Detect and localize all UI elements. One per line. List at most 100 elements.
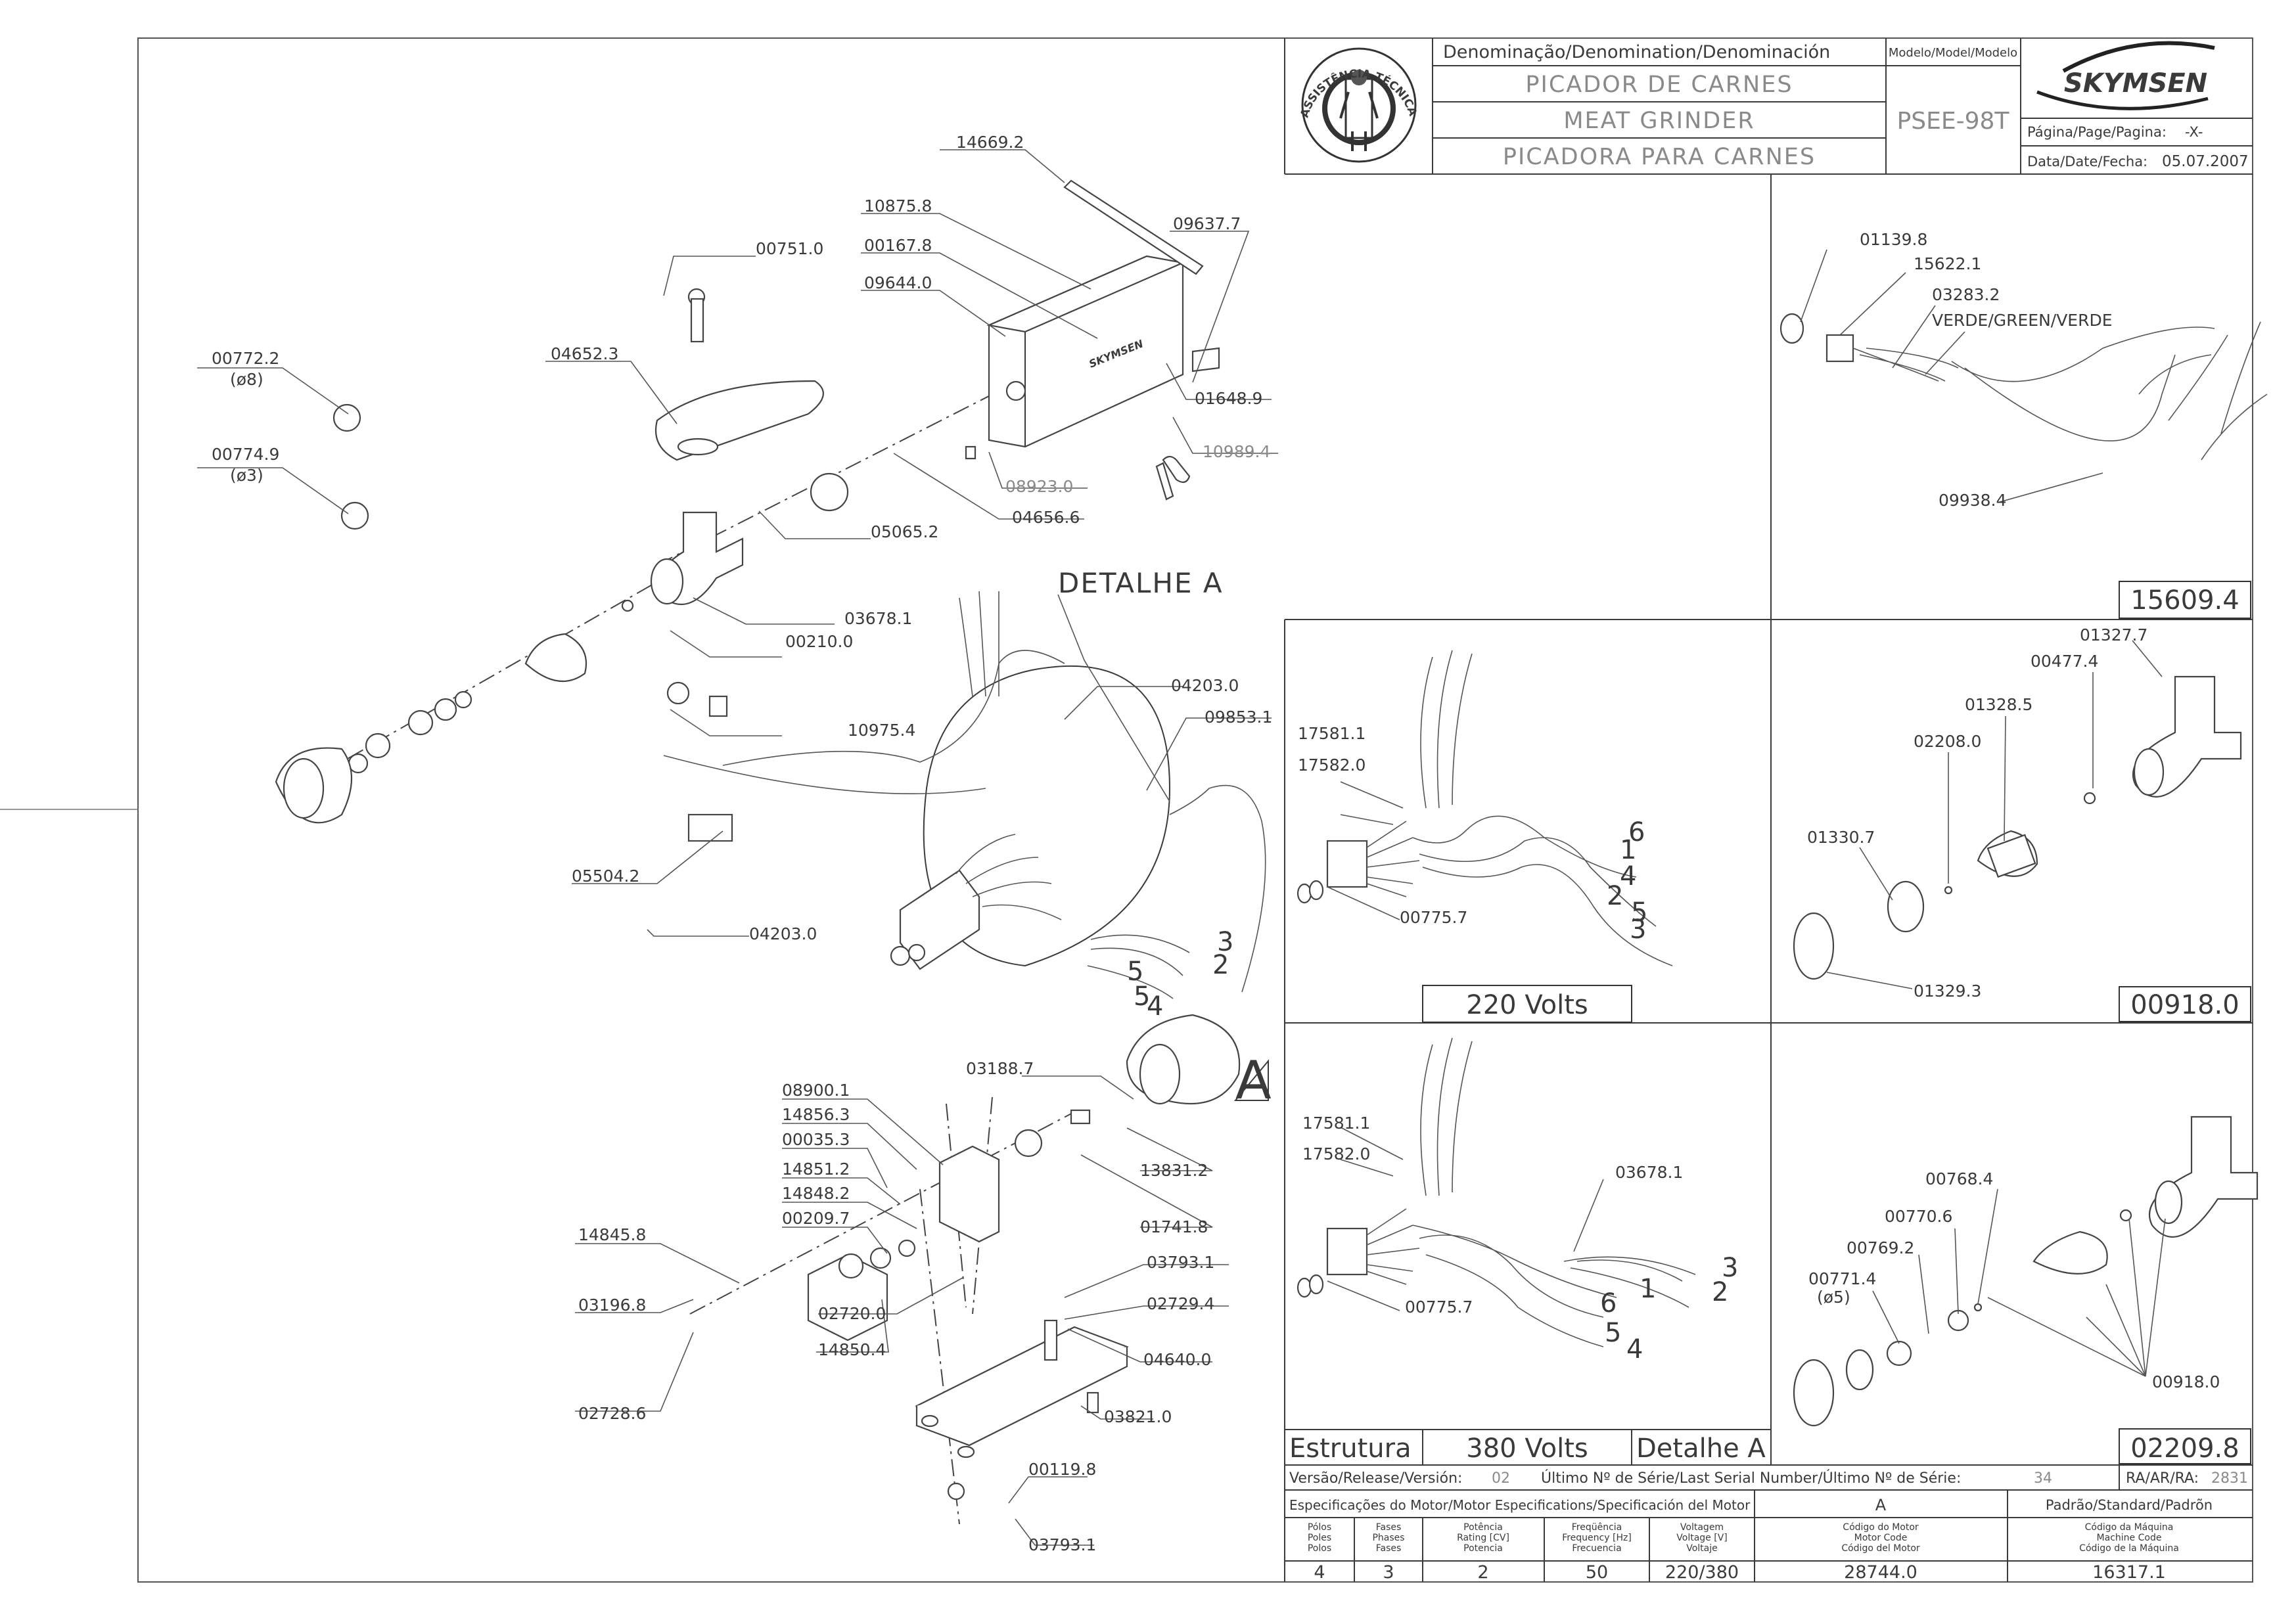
panel-15609: 15609.4 01139.8 15622.1 03283.2 VERDE/GR… [1779, 230, 2268, 619]
detail-wire-5-a: 5 [1127, 957, 1143, 987]
panel-02209: 02209.8 00768.4 00770.6 00769.2 00771.4 … [1793, 1116, 2259, 1464]
date-label: Data/Date/Fecha: [2027, 154, 2147, 169]
motor-code-header: A [1875, 1496, 1887, 1514]
ra-value: 2831 [2211, 1470, 2248, 1487]
authorized-service-seal: ASSISTÊNCIA TÉCNICA AUTORIZADA [0, 0, 1419, 163]
spec-col-0-header-l1: Pólos [1308, 1522, 1331, 1533]
motor-spec-table: Especificações do Motor/Motor Especifica… [1285, 1490, 2253, 1582]
spec-col-2-header-l3: Potencia [1463, 1543, 1503, 1554]
spec-col-3-value: 50 [1586, 1562, 1608, 1583]
label-00774-9: 00774.9 [212, 445, 279, 464]
spec-col-0-header-l2: Poles [1308, 1533, 1331, 1543]
label-01648-9: 01648.9 [1195, 389, 1262, 408]
wire-4-b: 4 [1626, 1334, 1643, 1365]
spec-col-6-value: 16317.1 [2092, 1562, 2166, 1583]
skymsen-logo: SKYMSEN [2036, 41, 2215, 110]
label-14669-2: 14669.2 [956, 133, 1024, 152]
label-01741-8: 01741.8 [1140, 1217, 1208, 1236]
release-row: Versão/Release/Versión: 02 Último Nº de … [1285, 1465, 2253, 1491]
detail-wire-3: 3 [1217, 927, 1233, 957]
label-00918-0: 00918.0 [2152, 1372, 2220, 1391]
label-o8: (ø8) [230, 370, 264, 389]
caption-380-volts: 380 Volts [1466, 1433, 1588, 1464]
detail-wire-5-b: 5 [1134, 981, 1150, 1012]
panel-02209-code: 02209.8 [2130, 1433, 2239, 1464]
spec-col-5-value: 28744.0 [1844, 1562, 1917, 1583]
spec-col-2-value: 2 [1477, 1562, 1488, 1583]
spec-col-6-header-l2: Machine Code [2097, 1533, 2162, 1543]
seal-text: ASSISTÊNCIA TÉCNICA AUTORIZADA [0, 0, 1419, 119]
label-00771-4: 00771.4 [1808, 1269, 1876, 1288]
label-08900-1: 08900.1 [782, 1081, 850, 1100]
drawing-border [137, 37, 2253, 1583]
label-01330-7: 01330.7 [1807, 828, 1875, 847]
label-03678-1-b: 03678.1 [1615, 1163, 1683, 1182]
label-14848-2: 14848.2 [782, 1184, 850, 1203]
motor-cover-box: SKYMSEN [986, 255, 1185, 448]
model-value: PSEE-98T [1897, 108, 2010, 135]
label-03821-0: 03821.0 [1104, 1407, 1172, 1426]
label-05065-2: 05065.2 [871, 522, 938, 541]
spec-col-1-value: 3 [1383, 1562, 1394, 1583]
wire-3-a: 3 [1630, 914, 1646, 945]
wire-5-b: 5 [1605, 1318, 1621, 1348]
label-00775-7-a: 00775.7 [1400, 908, 1467, 927]
detail-wire-4: 4 [1147, 991, 1163, 1022]
panel-00918-code: 00918.0 [2130, 990, 2239, 1020]
wire-2-a: 2 [1607, 881, 1623, 911]
label-00775-7-b: 00775.7 [1405, 1297, 1473, 1317]
date-value: 05.07.2007 [2162, 153, 2249, 170]
label-00167-8: 00167.8 [864, 236, 932, 255]
label-17582-0-a: 17582.0 [1298, 756, 1366, 775]
standard-header: Padrão/Standard/Padrõn [2046, 1497, 2213, 1513]
label-08923-0: 08923.0 [1005, 477, 1073, 496]
caption-detalhe-a: Detalhe A [1636, 1433, 1766, 1464]
version-label: Versão/Release/Versión: [1289, 1470, 1462, 1487]
spec-col-6-header-l1: Código da Máquina [2085, 1522, 2174, 1533]
label-14850-4: 14850.4 [818, 1340, 886, 1359]
panel-380-volts: Estrutura 380 Volts Detalhe A 17581.1 17… [1285, 1037, 1771, 1465]
label-01327-7: 01327.7 [2080, 625, 2147, 644]
label-03283-2: 03283.2 [1932, 285, 2000, 304]
spec-col-3-header-l2: Frequency [Hz] [1562, 1533, 1632, 1543]
wire-1-a: 1 [1620, 835, 1636, 865]
title-block: ASSISTÊNCIA TÉCNICA AUTORIZADA Denominaç… [0, 0, 2253, 175]
name-en: MEAT GRINDER [1563, 108, 1755, 134]
label-00119-8: 00119.8 [1028, 1460, 1096, 1479]
label-17581-1-b: 17581.1 [1302, 1114, 1370, 1133]
label-15622-1: 15622.1 [1914, 254, 1981, 273]
label-01328-5: 01328.5 [1965, 695, 2032, 714]
spec-col-5-header-l1: Código do Motor [1843, 1522, 1919, 1533]
label-09853-1: 09853.1 [1205, 708, 1272, 727]
denomination-header: Denominação/Denomination/Denominación [1443, 42, 1830, 62]
spec-header: Especificações do Motor/Motor Especifica… [1289, 1497, 1751, 1513]
label-09637-7: 09637.7 [1173, 214, 1241, 233]
label-02208-0: 02208.0 [1914, 732, 1981, 751]
model-header: Modelo/Model/Modelo [1889, 46, 2017, 60]
caption-estrutura: Estrutura [1289, 1433, 1412, 1464]
label-00751-0: 00751.0 [756, 239, 823, 258]
label-17581-1-a: 17581.1 [1298, 724, 1366, 743]
label-09644-0: 09644.0 [864, 273, 932, 292]
wire-4-a: 4 [1620, 861, 1636, 891]
label-02728-6: 02728.6 [578, 1404, 646, 1423]
spec-col-4-header-l3: Voltaje [1686, 1543, 1718, 1554]
label-04656-6: 04656.6 [1012, 508, 1080, 527]
label-05504-2: 05504.2 [572, 867, 639, 886]
label-04652-3: 04652.3 [551, 344, 618, 363]
spec-col-0-value: 4 [1314, 1562, 1325, 1583]
label-14856-3: 14856.3 [782, 1105, 850, 1124]
label-03188-7: 03188.7 [966, 1059, 1034, 1078]
label-02720-0: 02720.0 [818, 1304, 886, 1323]
spec-col-4-value: 220/380 [1665, 1562, 1739, 1583]
wire-1-b: 1 [1640, 1274, 1656, 1304]
svg-text:ASSISTÊNCIA TÉCNICA AUTORIZADA: ASSISTÊNCIA TÉCNICA AUTORIZADA [0, 0, 1419, 119]
label-03678-1: 03678.1 [844, 609, 912, 628]
spec-col-2-header-l1: Potência [1463, 1522, 1503, 1533]
label-13831-2: 13831.2 [1140, 1161, 1208, 1180]
spec-col-4-header-l1: Voltagem [1680, 1522, 1724, 1533]
label-03793-1-top: 03793.1 [1147, 1253, 1214, 1272]
label-14851-2: 14851.2 [782, 1160, 850, 1179]
ra-label: RA/AR/RA: [2126, 1470, 2199, 1487]
